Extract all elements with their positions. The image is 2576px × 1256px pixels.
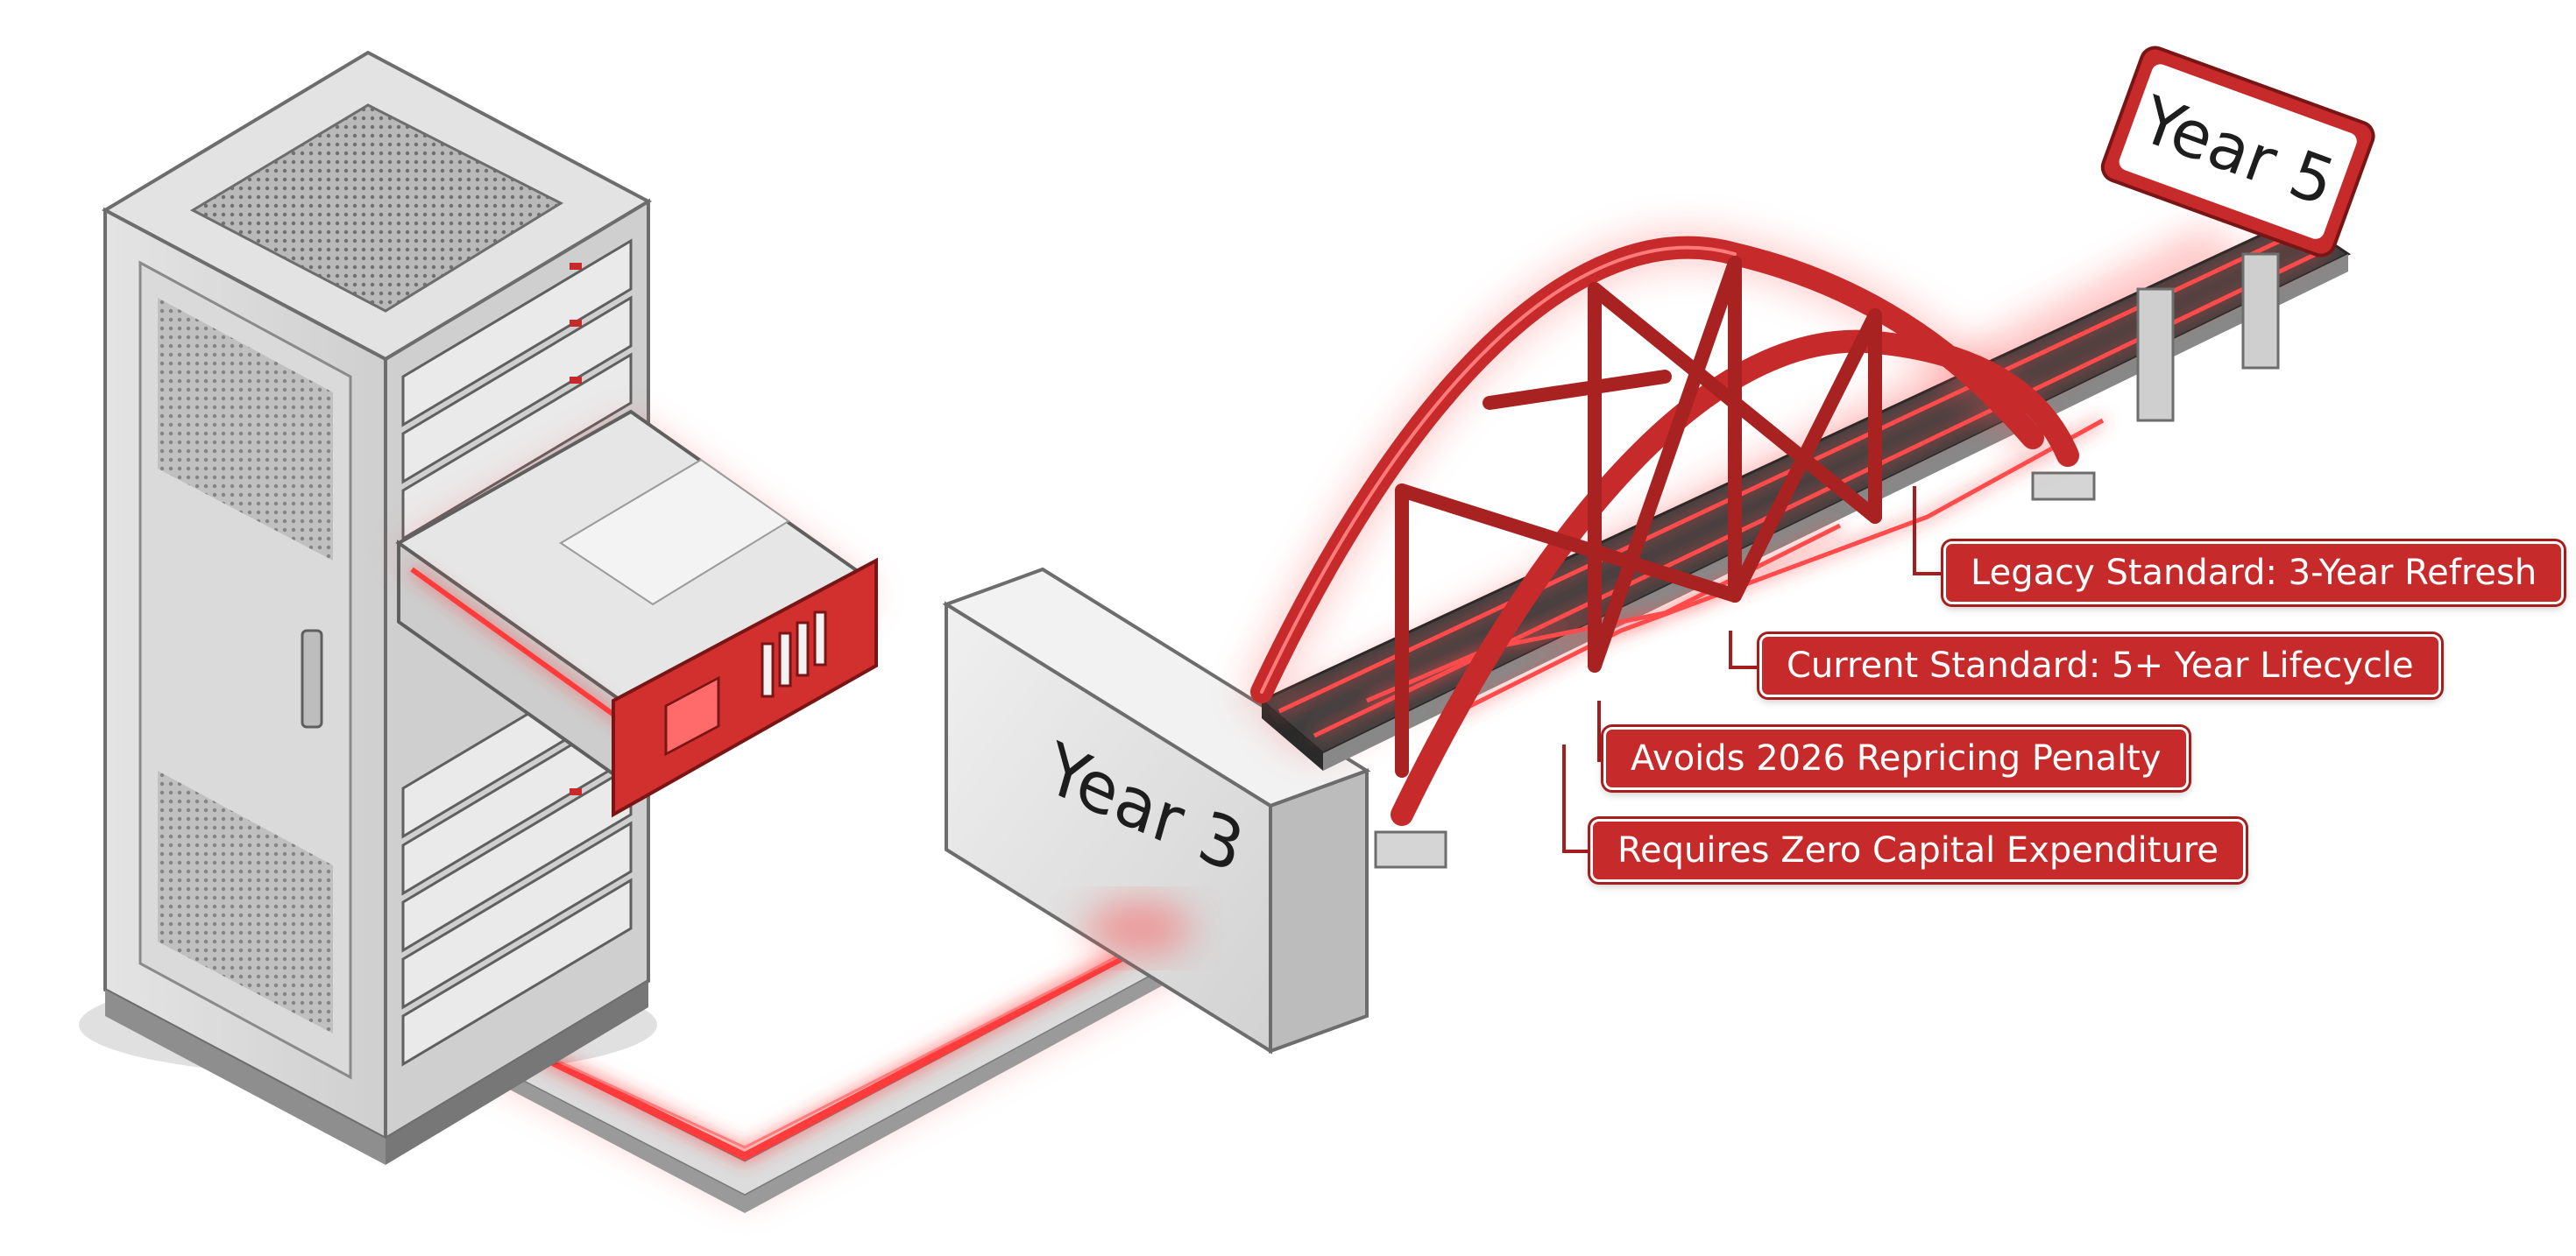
- bridge-icon: [1246, 231, 2079, 826]
- callout-current-standard-label: Current Standard: 5+ Year Lifecycle: [1787, 646, 2414, 686]
- callout-zero-capex-label: Requires Zero Capital Expenditure: [1617, 830, 2219, 871]
- year-3-wall: Year 3: [942, 567, 1371, 1055]
- server-rack-icon: [79, 50, 657, 1165]
- callout-current-standard: Current Standard: 5+ Year Lifecycle: [1759, 634, 2441, 697]
- callout-repricing-penalty-label: Avoids 2026 Repricing Penalty: [1631, 738, 2162, 779]
- callout-legacy-standard: Legacy Standard: 3-Year Refresh: [1943, 541, 2565, 604]
- server-drawer: [395, 409, 878, 818]
- year-5-sign: Year 5: [2100, 46, 2375, 258]
- callout-repricing-penalty: Avoids 2026 Repricing Penalty: [1603, 727, 2189, 790]
- callout-zero-capex: Requires Zero Capital Expenditure: [1590, 819, 2246, 882]
- callout-legacy-standard-label: Legacy Standard: 3-Year Refresh: [1971, 553, 2537, 593]
